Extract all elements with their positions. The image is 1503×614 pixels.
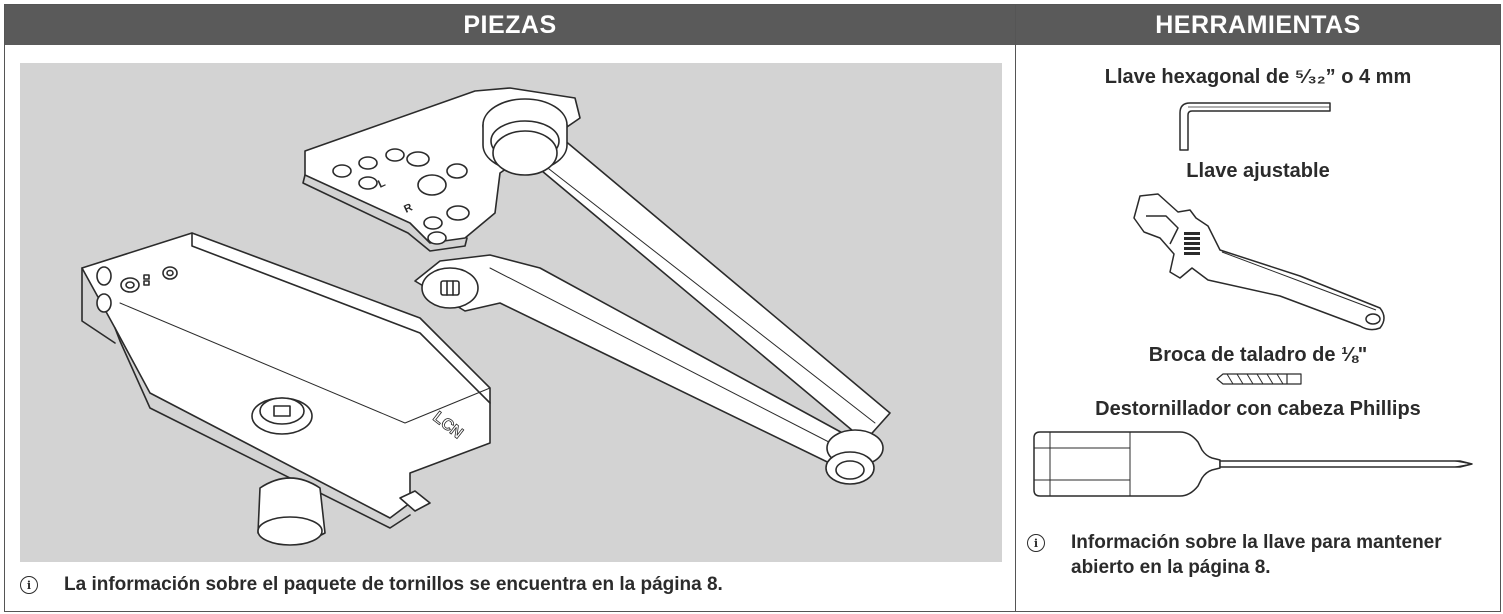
door-closer-body — [81, 232, 491, 519]
tool-label-drill-bit: Broca de taladro de ⅛" — [1148, 344, 1368, 366]
bracket-letter-l: L — [376, 177, 387, 191]
info-icon: i — [1027, 534, 1045, 552]
parts-header: PIEZAS — [5, 5, 1015, 45]
tool-label-hex-key: Llave hexagonal de ⁵⁄₃₂” o 4 mm — [1104, 66, 1412, 88]
tools-note: i Información sobre la llave para manten… — [1027, 530, 1467, 580]
tool-label-screwdriver: Destornillador con cabeza Phillips — [1095, 398, 1421, 420]
phillips-screwdriver-icon — [1033, 431, 1473, 497]
page-frame — [4, 4, 1501, 612]
parts-note: i La información sobre el paquete de tor… — [20, 572, 1000, 597]
info-icon: i — [20, 576, 38, 594]
parts-illustration: L R LCN — [81, 87, 891, 546]
tool-label-wrench: Llave ajustable — [1186, 160, 1330, 182]
column-divider — [1015, 4, 1016, 612]
tools-note-text: Información sobre la llave para mantener… — [1071, 532, 1442, 578]
tools-header: HERRAMIENTAS — [1016, 5, 1500, 45]
parts-illustration-panel: L R LCN — [20, 63, 1002, 562]
drill-bit-icon — [1216, 373, 1302, 385]
adjustable-wrench-icon — [1133, 193, 1385, 331]
hex-key-icon — [1179, 102, 1331, 151]
parts-note-text: La información sobre el paquete de torni… — [64, 574, 723, 595]
